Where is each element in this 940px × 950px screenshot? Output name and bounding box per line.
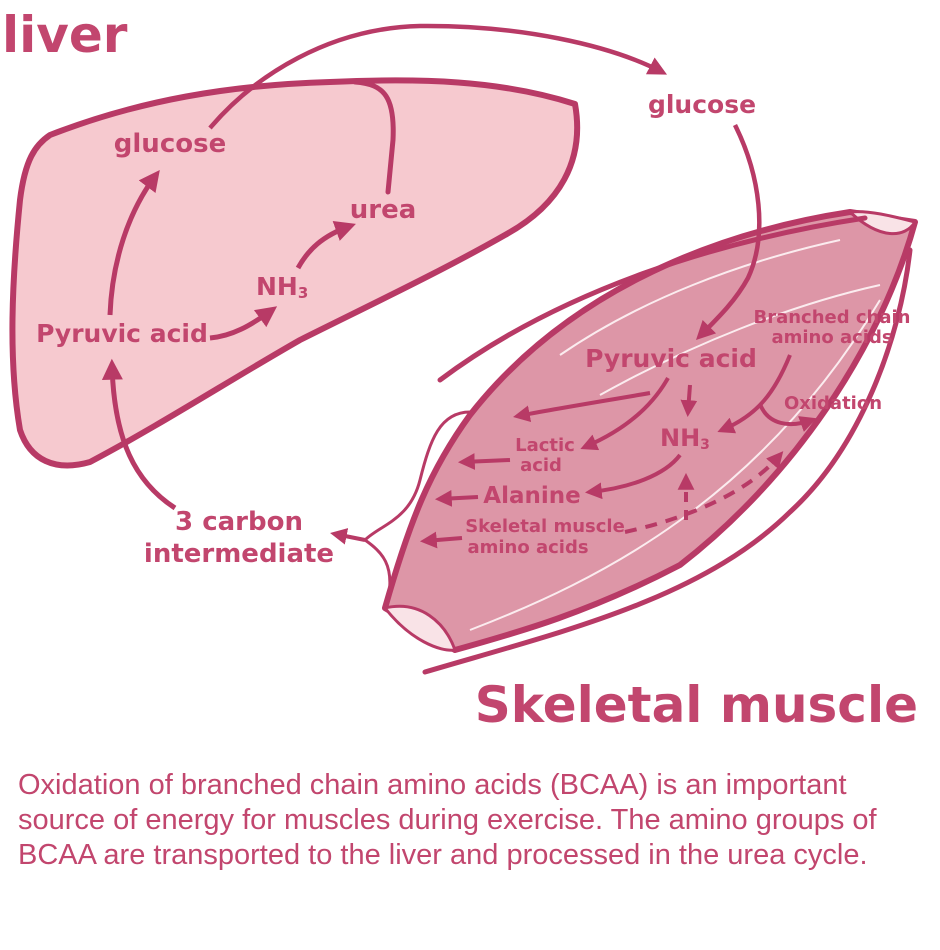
muscle-tendon-bottom bbox=[382, 604, 458, 652]
muscle-oxidation-label: Oxidation bbox=[784, 393, 882, 414]
liver-nh3-base: NH bbox=[256, 272, 298, 301]
muscle-pyruvic-label: Pyruvic acid bbox=[585, 344, 757, 373]
muscle-lactic-line2: acid bbox=[520, 455, 562, 476]
arrow-liver-pyruvic-to-glucose bbox=[107, 169, 160, 316]
arrow-lactic-out bbox=[457, 453, 511, 470]
arrow-bcaa-to-oxidation bbox=[758, 403, 817, 432]
muscle-fascia-bottom bbox=[422, 247, 913, 675]
arrow-pyruvic-outward bbox=[513, 391, 651, 423]
muscle-nh3-base: NH bbox=[660, 424, 700, 452]
carbon-intermediate-line2: intermediate bbox=[144, 539, 334, 569]
liver-fissure bbox=[352, 79, 396, 195]
liver-urea-label: urea bbox=[350, 195, 417, 225]
muscle-connector bbox=[362, 410, 472, 602]
arrow-alanine-out bbox=[434, 489, 479, 507]
liver-title: liver bbox=[2, 6, 128, 64]
liver-pyruvic-label: Pyruvic acid bbox=[36, 319, 208, 348]
between-glucose-label: glucose bbox=[648, 90, 756, 119]
arrow-liver-pyruvic-to-nh3 bbox=[209, 306, 278, 341]
arrow-liver-nh3-to-urea bbox=[295, 221, 356, 270]
arrow-pyruvic-to-nh3 bbox=[680, 384, 698, 418]
muscle-fiber-1 bbox=[559, 239, 841, 356]
muscle-sm-amino-line2: amino acids bbox=[467, 537, 588, 558]
muscle-nh3-label: NH3 bbox=[660, 424, 710, 453]
liver-nh3-sub: 3 bbox=[298, 284, 308, 302]
muscle-lactic-line1: Lactic bbox=[515, 435, 575, 456]
muscle-fiber-3 bbox=[469, 299, 881, 631]
arrow-bcaa-to-nh3 bbox=[717, 354, 792, 434]
arrow-carbon-to-liver-pyruvic bbox=[101, 358, 177, 511]
muscle-nh3-sub: 3 bbox=[700, 437, 710, 453]
muscle-title: Skeletal muscle bbox=[475, 676, 918, 734]
arrow-glucose-out bbox=[208, 23, 668, 130]
caption-text: Oxidation of branched chain amino acids … bbox=[18, 769, 877, 871]
liver-nh3-label: NH3 bbox=[256, 272, 308, 302]
muscle-fascia-top bbox=[437, 215, 868, 383]
muscle-bcaa-line2: amino acids bbox=[771, 327, 892, 348]
muscle-fiber-2 bbox=[599, 284, 881, 396]
muscle-sm-amino-line1: Skeletal muscle bbox=[465, 516, 625, 537]
muscle-bcaa-line1: Branched chain bbox=[753, 307, 910, 328]
arrow-to-carbon-intermediate bbox=[330, 528, 366, 545]
arrow-sm-amino-out bbox=[419, 531, 463, 549]
muscle-alanine-label: Alanine bbox=[483, 483, 580, 509]
arrow-pyruvic-to-lactic bbox=[580, 377, 670, 451]
arrow-dashed-sm-to-oxidation bbox=[624, 451, 784, 534]
liver-glucose-label: glucose bbox=[114, 129, 226, 159]
carbon-intermediate-line1: 3 carbon bbox=[175, 507, 303, 537]
arrow-glucose-to-muscle-pyruvic bbox=[695, 123, 762, 341]
arrow-nh3-to-alanine bbox=[584, 453, 682, 500]
muscle-shape bbox=[382, 209, 918, 653]
